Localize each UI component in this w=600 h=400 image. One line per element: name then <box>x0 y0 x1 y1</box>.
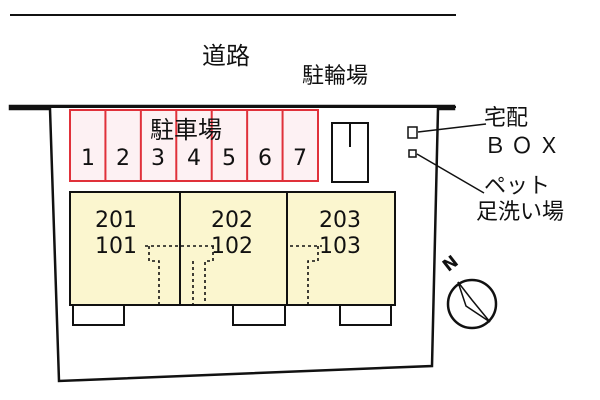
parking-label: 駐車場 <box>150 116 222 144</box>
delivery-box-label-box: ＢＯＸ <box>484 134 566 159</box>
road-label: 道路 <box>202 42 250 70</box>
compass-needle-light <box>457 281 491 323</box>
parking-stall-number: 7 <box>293 146 307 171</box>
north-arrow <box>446 278 498 330</box>
unit-block-1 <box>69 191 181 306</box>
unit-number-lower: 102 <box>211 234 253 259</box>
parking-stall-dividers <box>104 110 284 181</box>
parking-stall-number: 2 <box>116 146 130 171</box>
entrance-step-3 <box>339 304 392 326</box>
pet-wash-label: ペット <box>484 174 551 199</box>
bicycle-parking-label: 駐輪場 <box>302 64 369 89</box>
unit-block-3 <box>286 191 396 306</box>
unit-number-upper: 201 <box>95 208 137 233</box>
partition-3 <box>204 246 214 305</box>
partition-2 <box>148 246 160 305</box>
parking-stall-number: 3 <box>151 146 165 171</box>
unit-number-lower: 103 <box>319 234 361 259</box>
unit-number-lower: 101 <box>95 234 137 259</box>
entrance-step-1 <box>72 304 125 326</box>
parking-stall-number: 4 <box>187 146 201 171</box>
delivery-box-symbol <box>407 126 418 139</box>
partition-6 <box>307 246 319 305</box>
unit-number-upper: 203 <box>319 208 361 233</box>
parking-area <box>69 109 319 182</box>
pet-wash-label-line2: 足洗い場 <box>476 200 565 225</box>
delivery-box-label: 宅配 <box>484 106 529 131</box>
parking-stall-number: 5 <box>222 146 236 171</box>
delivery-box-leader <box>417 123 487 133</box>
unit-number-upper: 202 <box>211 208 253 233</box>
dashed-partitions <box>145 245 322 305</box>
pet-wash-symbol <box>408 149 417 158</box>
entrance-step-2 <box>232 304 286 326</box>
parking-stall-number: 6 <box>258 146 272 171</box>
parking-stall-number: 1 <box>81 146 95 171</box>
pet-wash-leader <box>416 153 485 194</box>
